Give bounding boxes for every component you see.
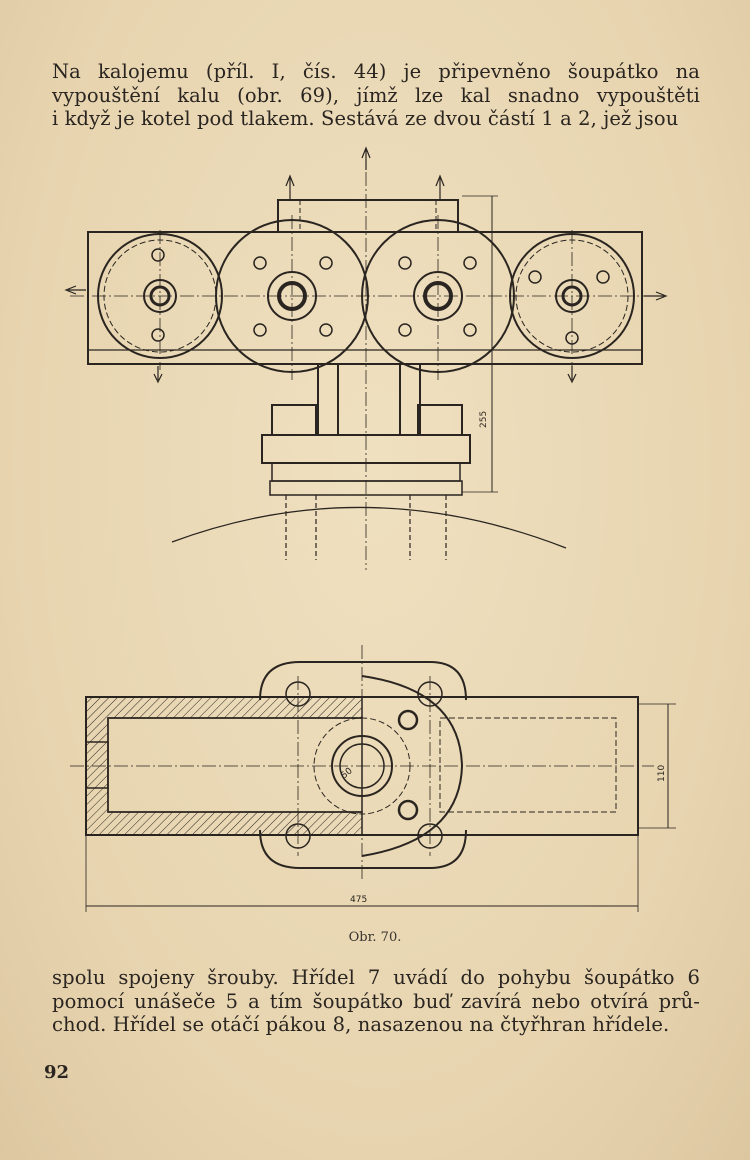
text-line: pomocí unášeče 5 a tím šoupátko buď zaví… [52,989,700,1013]
valve-elevation-view [64,146,668,570]
paragraph-bottom: spolu spojeny šrouby. Hřídel 7 uvádí do … [52,966,700,1037]
dimension-length: 475 [350,895,367,905]
dimension-radius: 50 [339,766,354,781]
text-line: spolu spojeny šrouby. Hřídel 7 uvádí do … [52,966,700,989]
paragraph-top: Na kalojemu (příl. I, čís. 44) je připev… [52,60,700,131]
text-line: i když je kotel pod tlakem. Sestává ze d… [52,107,679,130]
page-number: 92 [44,1062,70,1083]
dimension-height-bottom: 110 [657,765,667,782]
text-line: vypouštění kalu (obr. 69), jímž lze kal … [52,83,700,107]
text-line: chod. Hřídel se otáčí pákou 8, nasazenou… [52,1013,670,1036]
dimension-height-top: 255 [479,411,489,428]
figure-caption: Obr. 70. [348,930,402,945]
text-line: Na kalojemu (příl. I, čís. 44) je připev… [52,60,700,83]
valve-plan-view [70,645,676,912]
